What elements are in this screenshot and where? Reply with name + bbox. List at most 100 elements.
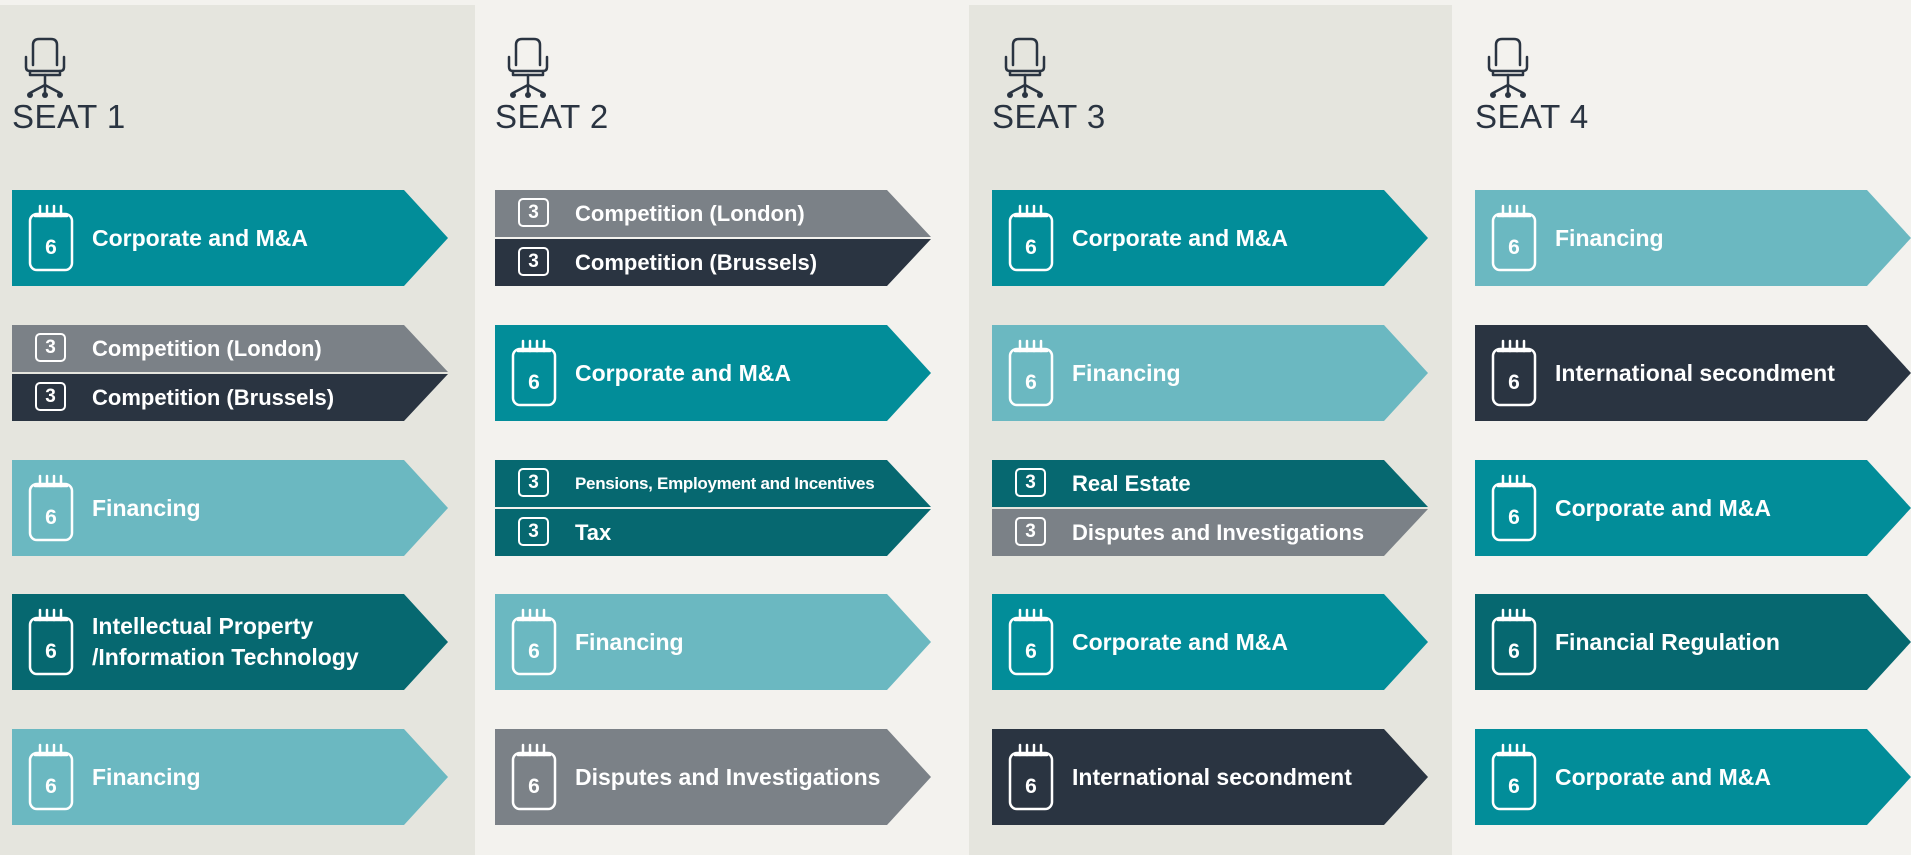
arrow-shape (495, 190, 931, 237)
rotation-label: International secondment (1072, 763, 1352, 790)
calendar-icon: 6 (1008, 608, 1054, 676)
months-badge: 3 (1015, 517, 1046, 546)
rotation-label: Competition (London) (575, 200, 805, 226)
rotation-half-bottom: 3 Tax (495, 509, 931, 556)
rotation-label: Financing (92, 494, 201, 521)
rotation-block: 6 Corporate and M&A (12, 190, 448, 286)
office-chair-icon (1479, 35, 1537, 99)
rotation-label: Financial Regulation (1555, 628, 1780, 655)
arrow-shape (992, 509, 1428, 556)
rotation-label: Corporate and M&A (92, 224, 308, 251)
calendar-months-number: 6 (1508, 236, 1520, 259)
arrow-shape (1475, 729, 1911, 825)
calendar-months-number: 6 (1508, 775, 1520, 798)
rotation-block: 6 Financing (1475, 190, 1911, 286)
rotation-block: 6 Financing (12, 460, 448, 556)
arrow-shape (12, 594, 448, 690)
calendar-months-number: 6 (1508, 506, 1520, 529)
calendar-icon: 6 (511, 608, 557, 676)
rotation-label: Intellectual Property /Information Techn… (92, 613, 359, 670)
calendar-icon: 6 (1491, 474, 1537, 542)
calendar-icon: 6 (28, 474, 74, 542)
rotation-block: 6 Financing (12, 729, 448, 825)
rotation-half-top: 3 Real Estate (992, 460, 1428, 507)
arrow-shape (1475, 594, 1911, 690)
office-chair-icon (16, 35, 74, 99)
calendar-icon: 6 (1008, 743, 1054, 811)
calendar-icon: 6 (511, 339, 557, 407)
arrow-shape (495, 594, 931, 690)
rotation-label: Disputes and Investigations (575, 763, 881, 790)
rotation-label: International secondment (1555, 359, 1835, 386)
calendar-months-number: 6 (45, 640, 57, 663)
months-badge: 3 (518, 247, 549, 276)
seat-title: SEAT 4 (1475, 98, 1589, 135)
arrow-shape (992, 325, 1428, 421)
arrow-shape (12, 460, 448, 556)
months-badge: 3 (1015, 468, 1046, 497)
calendar-months-number: 6 (528, 371, 540, 394)
rotation-label: Tax (575, 519, 612, 545)
arrow-shape (495, 325, 931, 421)
arrow-shape (495, 509, 931, 556)
arrow-shape (992, 190, 1428, 286)
seat-title: SEAT 1 (12, 98, 126, 135)
rotation-label: Financing (1555, 224, 1664, 251)
calendar-icon: 6 (28, 743, 74, 811)
seat-column: SEAT 1 6 Corporate and M&A 3 Competition (Lo… (0, 5, 475, 855)
arrow-shape (495, 239, 931, 286)
calendar-icon: 6 (1491, 204, 1537, 272)
arrow-shape (12, 374, 448, 421)
rotation-label: Corporate and M&A (1072, 628, 1288, 655)
rotation-label: Corporate and M&A (1555, 494, 1771, 521)
calendar-icon: 6 (1008, 339, 1054, 407)
rotation-label: Competition (Brussels) (92, 384, 335, 410)
months-badge: 3 (518, 198, 549, 227)
calendar-months-number: 6 (528, 775, 540, 798)
rotation-label: Financing (575, 628, 684, 655)
arrow-shape (495, 729, 931, 825)
rotation-label: Competition (Brussels) (575, 249, 818, 275)
calendar-months-number: 6 (1508, 371, 1520, 394)
arrow-shape (495, 460, 931, 507)
arrow-shape (1475, 190, 1911, 286)
months-badge: 3 (35, 333, 66, 362)
calendar-months-number: 6 (45, 236, 57, 259)
calendar-months-number: 6 (1025, 371, 1037, 394)
rotation-block: 6 Financial Regulation (1475, 594, 1911, 690)
rotation-label: Disputes and Investigations (1072, 519, 1365, 545)
rotation-block: 6 Corporate and M&A (992, 594, 1428, 690)
calendar-months-number: 6 (1508, 640, 1520, 663)
rotation-block: 6 International secondment (1475, 325, 1911, 421)
arrow-shape (992, 594, 1428, 690)
calendar-icon: 6 (1491, 339, 1537, 407)
rotation-block: 6 Corporate and M&A (1475, 460, 1911, 556)
rotation-half-top: 3 Competition (London) (495, 190, 931, 237)
months-badge: 3 (35, 382, 66, 411)
months-badge: 3 (518, 517, 549, 546)
rotation-label: Competition (London) (92, 335, 322, 361)
arrow-shape (992, 460, 1428, 507)
arrow-shape (992, 729, 1428, 825)
calendar-months-number: 6 (45, 506, 57, 529)
calendar-months-number: 6 (45, 775, 57, 798)
office-chair-icon (499, 35, 557, 99)
calendar-icon: 6 (1491, 608, 1537, 676)
arrow-shape (12, 325, 448, 372)
rotation-label: Real Estate (1072, 470, 1191, 496)
arrow-shape (1475, 325, 1911, 421)
rotation-label: Corporate and M&A (1555, 763, 1771, 790)
rotation-label: Financing (1072, 359, 1181, 386)
rotation-half-bottom: 3 Disputes and Investigations (992, 509, 1428, 556)
seat-title: SEAT 3 (992, 98, 1106, 135)
calendar-icon: 6 (28, 204, 74, 272)
rotation-label: Financing (92, 763, 201, 790)
